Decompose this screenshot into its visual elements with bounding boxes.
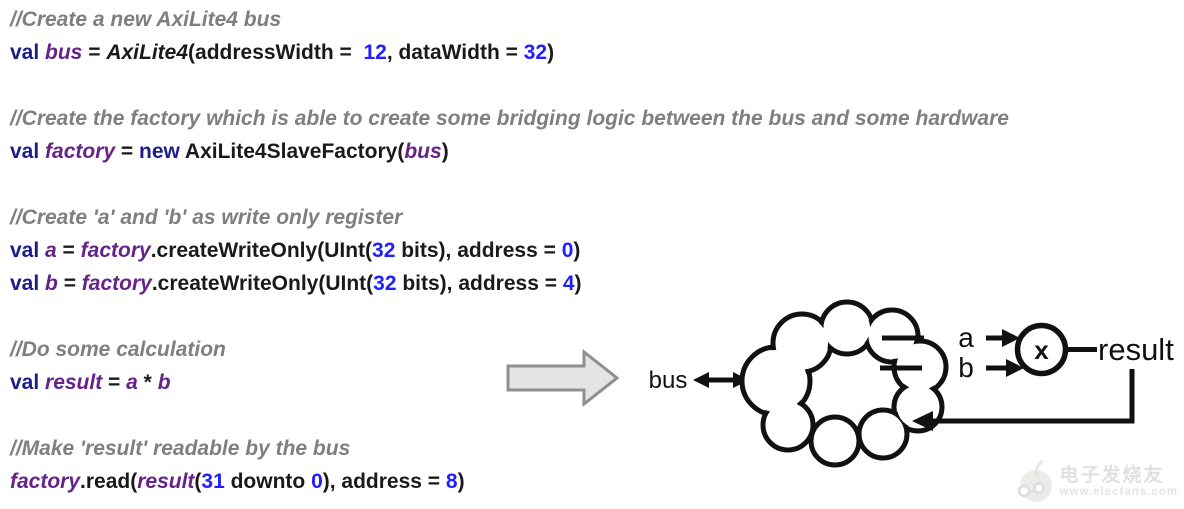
watermark-url: www.elecfans.com (1059, 485, 1178, 498)
code-line: val bus = AxiLite4(addressWidth = 12, da… (10, 36, 1009, 69)
code-token: 0 (561, 239, 574, 262)
code-token: val (10, 272, 46, 295)
code-token: , dataWidth = (386, 41, 524, 64)
code-token: bus (404, 140, 442, 163)
code-token: = (115, 140, 139, 163)
code-token: bits), address = (395, 239, 562, 262)
code-token: ), address = (322, 470, 446, 493)
code-line: //Create the factory which is able to cr… (10, 102, 1009, 135)
code-token: downto (224, 470, 312, 493)
code-token: result (45, 371, 103, 394)
code-token: .createWriteOnly(UInt( (150, 239, 373, 262)
multiplier-label: x (1034, 335, 1049, 365)
code-token: factory (45, 140, 116, 163)
code-token: val (10, 371, 46, 394)
code-token: new (139, 140, 185, 163)
hardware-diagram: bus (506, 299, 1174, 468)
code-token: = (82, 41, 107, 64)
arrow-right-icon (1006, 359, 1024, 377)
code-token: //Make 'result' readable by the bus (10, 437, 351, 460)
code-token: ) (574, 272, 582, 295)
code-token: val (10, 41, 46, 64)
result-label: result (1098, 332, 1174, 367)
code-line: //Make 'result' readable by the bus (10, 432, 1009, 465)
code-token: ) (441, 140, 449, 163)
code-token: //Create a new AxiLite4 bus (10, 8, 282, 31)
code-line: //Create 'a' and 'b' as write only regis… (10, 201, 1009, 234)
code-line (10, 168, 1009, 201)
code-token: val (10, 239, 46, 262)
code-line: factory.read(result(31 downto 0), addres… (10, 465, 1009, 498)
input-b-label: b (958, 352, 974, 383)
code-token: 8 (445, 470, 458, 493)
code-line: val a = factory.createWriteOnly(UInt(32 … (10, 234, 1009, 267)
code-token: factory (80, 239, 151, 262)
arrow-right-icon (1002, 329, 1020, 347)
code-token: AxiLite4 (106, 41, 189, 64)
code-token: //Create the factory which is able to cr… (10, 107, 1009, 130)
forward-block-arrow-icon (506, 348, 620, 408)
code-token: = (102, 371, 127, 394)
code-token: 31 (201, 470, 225, 493)
elecfans-logo-icon (1017, 459, 1052, 502)
code-token: //Do some calculation (10, 338, 226, 361)
code-token: b (45, 272, 58, 295)
code-line (10, 69, 1009, 102)
code-token: 32 (373, 272, 397, 295)
code-token: ) (573, 239, 581, 262)
input-b-connector (880, 359, 1024, 377)
arrow-left-icon (912, 411, 933, 431)
feedback-arrow (912, 369, 1135, 431)
code-token: a (45, 239, 57, 262)
code-token: bus (45, 41, 83, 64)
code-token: AxiLite4SlaveFactory( (184, 140, 405, 163)
watermark: 电子发烧友 www.elecfans.com (1015, 459, 1178, 505)
code-line: val b = factory.createWriteOnly(UInt(32 … (10, 267, 1009, 300)
code-token: 0 (311, 470, 323, 493)
bus-label: bus (649, 367, 688, 394)
code-line: val result = a * b (10, 366, 1009, 399)
code-token: a (126, 371, 138, 394)
code-token: 4 (562, 272, 575, 295)
code-token: ) (547, 41, 555, 64)
code-token: result (137, 470, 195, 493)
input-a-label: a (958, 322, 974, 353)
code-line: val factory = new AxiLite4SlaveFactory(b… (10, 135, 1009, 168)
cloud-shape (739, 299, 949, 468)
code-token: .read( (80, 470, 138, 493)
code-token: * (137, 371, 158, 394)
code-token: ) (457, 470, 465, 493)
code-line: //Create a new AxiLite4 bus (10, 3, 1009, 36)
input-a-connector (882, 329, 1020, 347)
code-token: val (10, 140, 46, 163)
code-token: = (56, 239, 81, 262)
code-token: 32 (523, 41, 548, 64)
code-token: //Create 'a' and 'b' as write only regis… (10, 206, 403, 229)
code-token: factory (81, 272, 152, 295)
code-block: //Create a new AxiLite4 bus val bus = Axi… (10, 3, 1009, 498)
code-token: b (157, 371, 171, 394)
code-token: 12 (363, 41, 387, 64)
code-line: //Do some calculation (10, 333, 1009, 366)
code-token: (addressWidth = (188, 41, 364, 64)
code-token: = (57, 272, 82, 295)
code-token: bits), address = (396, 272, 563, 295)
code-token: .createWriteOnly(UInt( (151, 272, 374, 295)
watermark-title: 电子发烧友 (1059, 465, 1165, 486)
code-token: 32 (372, 239, 396, 262)
code-token: ( (194, 470, 202, 493)
code-token: factory (10, 470, 81, 493)
